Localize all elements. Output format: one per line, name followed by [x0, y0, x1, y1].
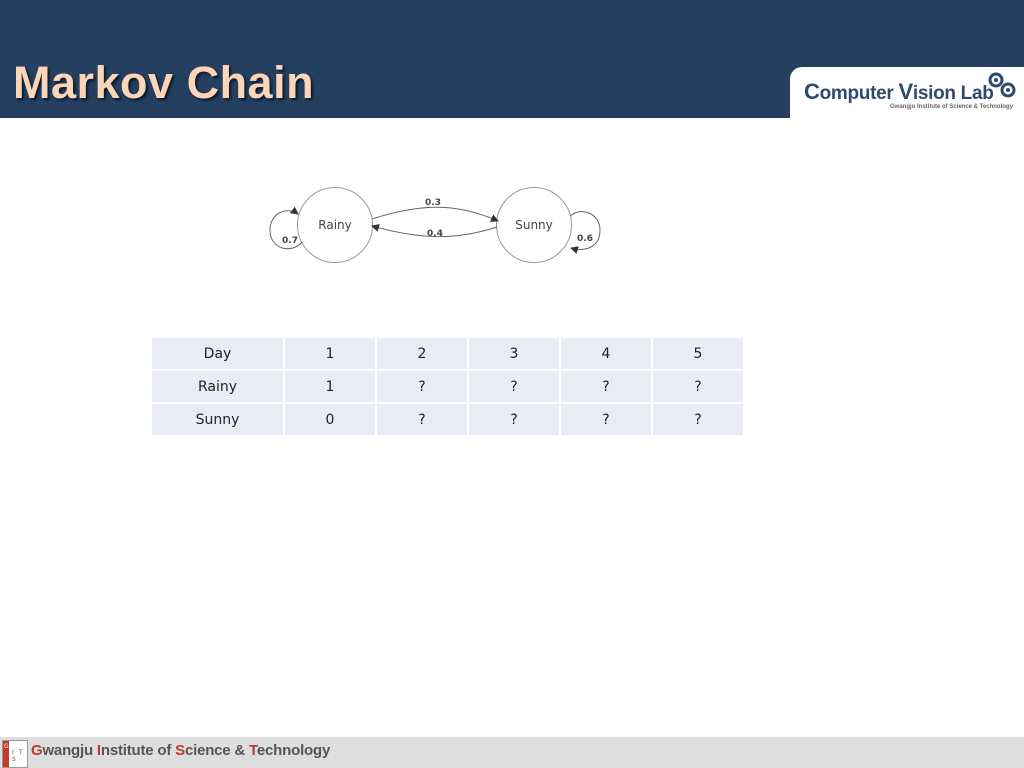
state-label-sunny: Sunny — [515, 218, 553, 232]
logo-text-omputer: omputer — [819, 83, 899, 104]
table-cell: 1 — [283, 336, 377, 371]
table-row: Day 1 2 3 4 5 — [150, 336, 745, 371]
self-loop-label-sunny: 0.6 — [577, 234, 593, 244]
table-row-header: Day — [150, 336, 285, 371]
table-cell: 5 — [651, 336, 745, 371]
table-cell: 3 — [467, 336, 561, 371]
footer-letter-g: G — [31, 742, 43, 759]
table-cell: ? — [559, 369, 653, 404]
state-probability-table: Day 1 2 3 4 5 Rainy 1 ? ? ? ? Sunny 0 ? … — [150, 336, 745, 437]
logo-wordmark: Computer Vision Lab — [804, 79, 994, 105]
footer-text-wangju: wangju — [42, 742, 97, 759]
table-cell: 4 — [559, 336, 653, 371]
table-cell: ? — [467, 369, 561, 404]
table-cell: 0 — [283, 402, 377, 437]
gist-logo-icon: G I S T — [2, 740, 28, 768]
table-cell: ? — [467, 402, 561, 437]
table-row-header: Rainy — [150, 369, 285, 404]
state-node-sunny — [496, 187, 572, 263]
self-loop-label-rainy: 0.7 — [282, 236, 298, 246]
footer-letter-s: S — [175, 742, 185, 759]
footer-institute-name: Gwangju Institute of Science & Technolog… — [31, 742, 330, 759]
slide-footer: G I S T Gwangju Institute of Science & T… — [0, 737, 1024, 768]
transition-arrow-rainy-to-sunny — [371, 206, 499, 222]
transition-label-sunny-to-rainy: 0.4 — [427, 229, 443, 239]
camera-lens-icon — [988, 72, 1016, 98]
self-loop-arrow-sunny — [569, 211, 601, 254]
table-cell: 1 — [283, 369, 377, 404]
gist-logo-stripe — [3, 741, 9, 767]
table-row: Sunny 0 ? ? ? ? — [150, 402, 745, 437]
computer-vision-lab-logo: Computer Vision Lab Gwangju Institute of… — [790, 67, 1024, 118]
logo-subtitle: Gwangju Institute of Science & Technolog… — [890, 104, 1013, 110]
logo-letter-c: C — [804, 79, 820, 104]
table-cell: ? — [651, 402, 745, 437]
table-row: Rainy 1 ? ? ? ? — [150, 369, 745, 404]
table-row-header: Sunny — [150, 402, 285, 437]
slide-title: Markov Chain — [13, 57, 315, 108]
logo-text-ision-lab: ision Lab — [912, 83, 994, 104]
gist-logo-letter: I — [12, 749, 14, 756]
footer-text-echnology: echnology — [256, 742, 331, 759]
table-cell: 2 — [375, 336, 469, 371]
gist-logo-letter: G — [4, 743, 9, 750]
table-cell: ? — [375, 402, 469, 437]
footer-text-cience: cience & — [184, 742, 250, 759]
table-cell: ? — [559, 402, 653, 437]
slide-header: Markov Chain Computer Vision Lab Gwangju… — [0, 0, 1024, 118]
gist-logo-letter: S — [12, 756, 16, 763]
table-cell: ? — [651, 369, 745, 404]
footer-letter-t: T — [249, 742, 257, 759]
footer-letter-i: I — [96, 742, 101, 759]
state-label-rainy: Rainy — [318, 218, 351, 232]
table-cell: ? — [375, 369, 469, 404]
transition-arrow-sunny-to-rainy — [371, 224, 498, 238]
markov-chain-diagram: Rainy Sunny 0.3 0.4 0.7 0.6 — [269, 187, 601, 263]
self-loop-arrow-rainy — [269, 206, 303, 250]
gist-logo-letter: T — [19, 749, 23, 756]
transition-label-rainy-to-sunny: 0.3 — [425, 198, 441, 208]
footer-text-nstitute: nstitute of — [100, 742, 176, 759]
logo-letter-v: V — [898, 79, 913, 104]
